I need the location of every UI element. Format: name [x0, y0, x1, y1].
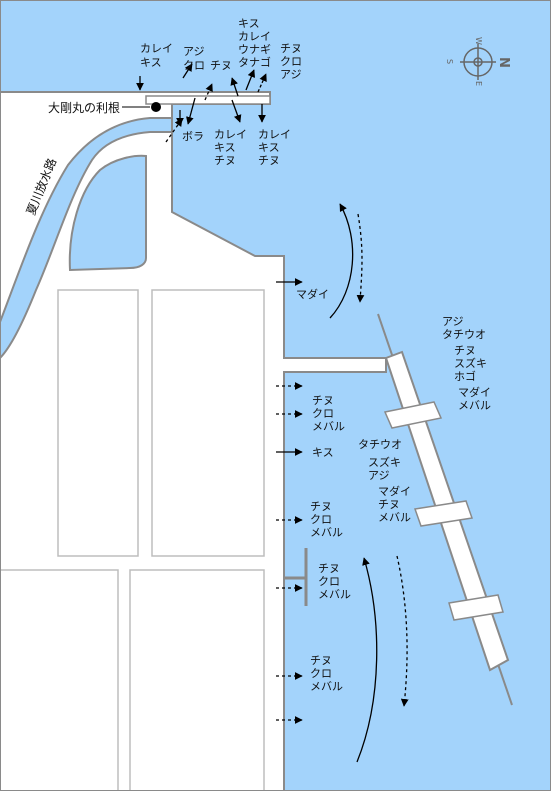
- fish-label-c1: マダイ: [296, 287, 329, 301]
- breakwater: [377, 313, 513, 706]
- drainage-channel: [0, 117, 173, 360]
- inner-pond: [68, 154, 147, 272]
- compass-s: S: [445, 59, 454, 64]
- fish-label-d4: タチウオ スズキ アジ マダイ チヌ メバル: [358, 438, 415, 524]
- fish-label-a1: カレイキス: [140, 42, 173, 69]
- spot-name: 大剛丸の利根: [48, 101, 120, 115]
- block-1: [57, 289, 139, 557]
- block-3: [0, 569, 119, 791]
- fish-label-b1: ボラ: [182, 130, 204, 143]
- compass-e: E: [474, 81, 483, 86]
- compass-w: W: [474, 37, 483, 45]
- fish-label-b2: カレイキスチヌ: [214, 128, 247, 167]
- arrows-dashed: [165, 83, 409, 724]
- fish-label-b3: カレイキスチヌ: [258, 128, 291, 167]
- fish-label-d5: チヌクロメバル: [310, 500, 343, 539]
- block-2: [151, 289, 265, 557]
- spot-marker: [151, 102, 161, 112]
- fish-label-d1: アジ タチウオ チヌ スズキ ホゴ マダイ メバル: [442, 315, 495, 412]
- compass-icon: N S E W: [445, 37, 511, 86]
- fish-label-a5: チヌクロアジ: [280, 42, 302, 81]
- north-jetty: [145, 95, 271, 105]
- fish-label-d3: キス: [312, 446, 334, 459]
- fish-label-d6: チヌクロメバル: [318, 562, 351, 601]
- compass-n: N: [496, 57, 511, 68]
- fish-label-d2: チヌクロメバル: [312, 394, 345, 433]
- block-4: [129, 569, 265, 791]
- fish-label-d7: チヌクロメバル: [310, 654, 343, 693]
- fish-label-a2: アジクロ: [183, 45, 205, 72]
- fish-label-a3: チヌ: [210, 59, 232, 72]
- fish-label-a4: キスカレイウナギタナゴ: [238, 17, 271, 69]
